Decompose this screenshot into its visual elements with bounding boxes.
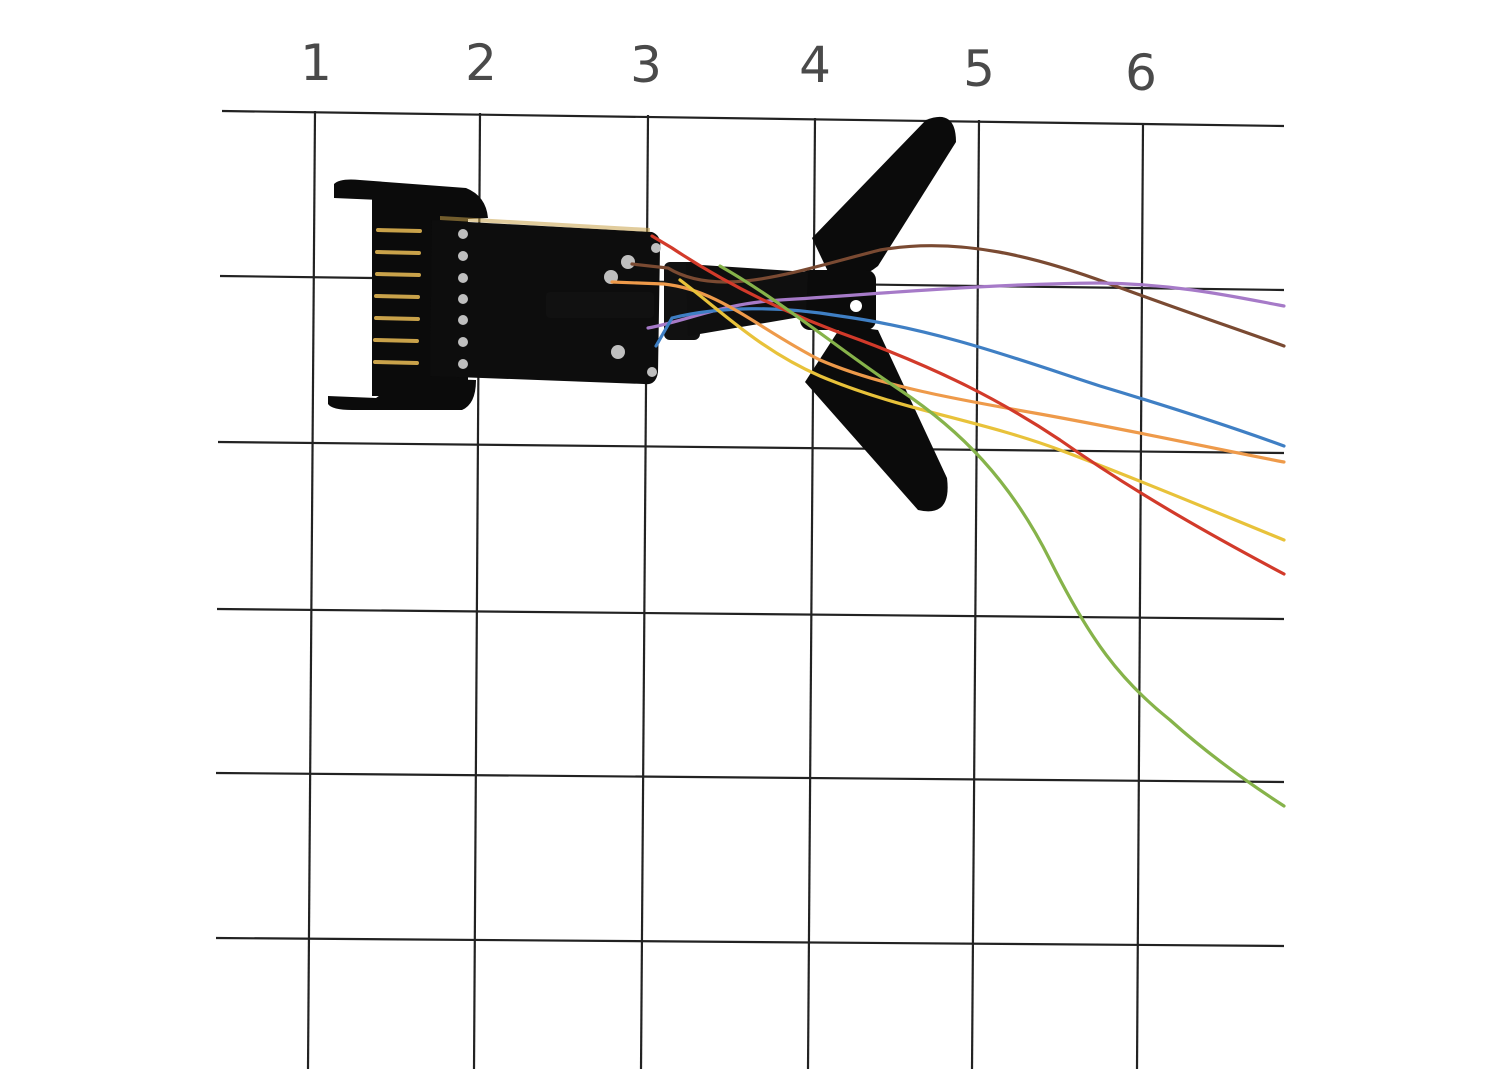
bracket-upper-arm xyxy=(812,116,956,281)
column-label-4: 4 xyxy=(799,36,831,94)
pcb-solder-pads xyxy=(458,229,661,377)
connector-pcb xyxy=(430,220,661,385)
wire-red xyxy=(650,234,1286,576)
v-bracket xyxy=(800,116,956,512)
wire-yellow xyxy=(678,278,1286,542)
pcb-edge xyxy=(440,216,650,232)
pin-5 xyxy=(374,316,420,321)
pin-7 xyxy=(373,360,419,365)
pad-4 xyxy=(458,294,468,304)
pin-2 xyxy=(375,250,421,255)
wire-orange xyxy=(610,280,1286,464)
pad-1 xyxy=(458,229,468,239)
grid-line-v4 xyxy=(806,117,817,1069)
grid-line-v1 xyxy=(306,110,317,1069)
grid-line-v6 xyxy=(1135,122,1145,1069)
connector-pins xyxy=(373,228,422,365)
solder-joint-c xyxy=(611,345,625,359)
pad-6 xyxy=(458,337,468,347)
grid-line-h1 xyxy=(221,109,1285,128)
wires xyxy=(610,234,1286,808)
solder-joint-e xyxy=(647,367,657,377)
connector xyxy=(328,179,808,410)
pad-5 xyxy=(458,315,468,325)
pad-3 xyxy=(458,273,468,283)
pad-7 xyxy=(458,359,468,369)
grid-line-h4 xyxy=(216,607,1285,621)
column-label-5: 5 xyxy=(963,40,995,98)
column-label-6: 6 xyxy=(1125,44,1157,102)
grid-line-v5 xyxy=(970,119,981,1069)
column-label-2: 2 xyxy=(465,34,497,92)
bracket-lower-arm xyxy=(805,325,948,512)
pin-1 xyxy=(376,228,422,233)
solder-joint-d xyxy=(651,243,661,253)
pin-3 xyxy=(375,272,421,277)
grid-line-h5 xyxy=(215,771,1285,784)
pad-2 xyxy=(458,251,468,261)
column-labels: 1 2 3 4 5 6 xyxy=(300,34,1157,102)
wire-green xyxy=(718,264,1286,808)
wire-brown xyxy=(630,244,1286,348)
grid-line-h3 xyxy=(217,440,1285,455)
grid-line-h6 xyxy=(215,936,1285,948)
pin-4 xyxy=(374,294,420,299)
wire-blue xyxy=(654,307,1286,448)
pin-6 xyxy=(373,338,419,343)
column-label-1: 1 xyxy=(300,34,332,92)
solder-joint-a xyxy=(621,255,635,269)
bracket-hole xyxy=(850,300,862,312)
bracket-hub xyxy=(800,270,876,330)
pcb-header-block xyxy=(546,292,654,318)
column-label-3: 3 xyxy=(630,36,662,94)
